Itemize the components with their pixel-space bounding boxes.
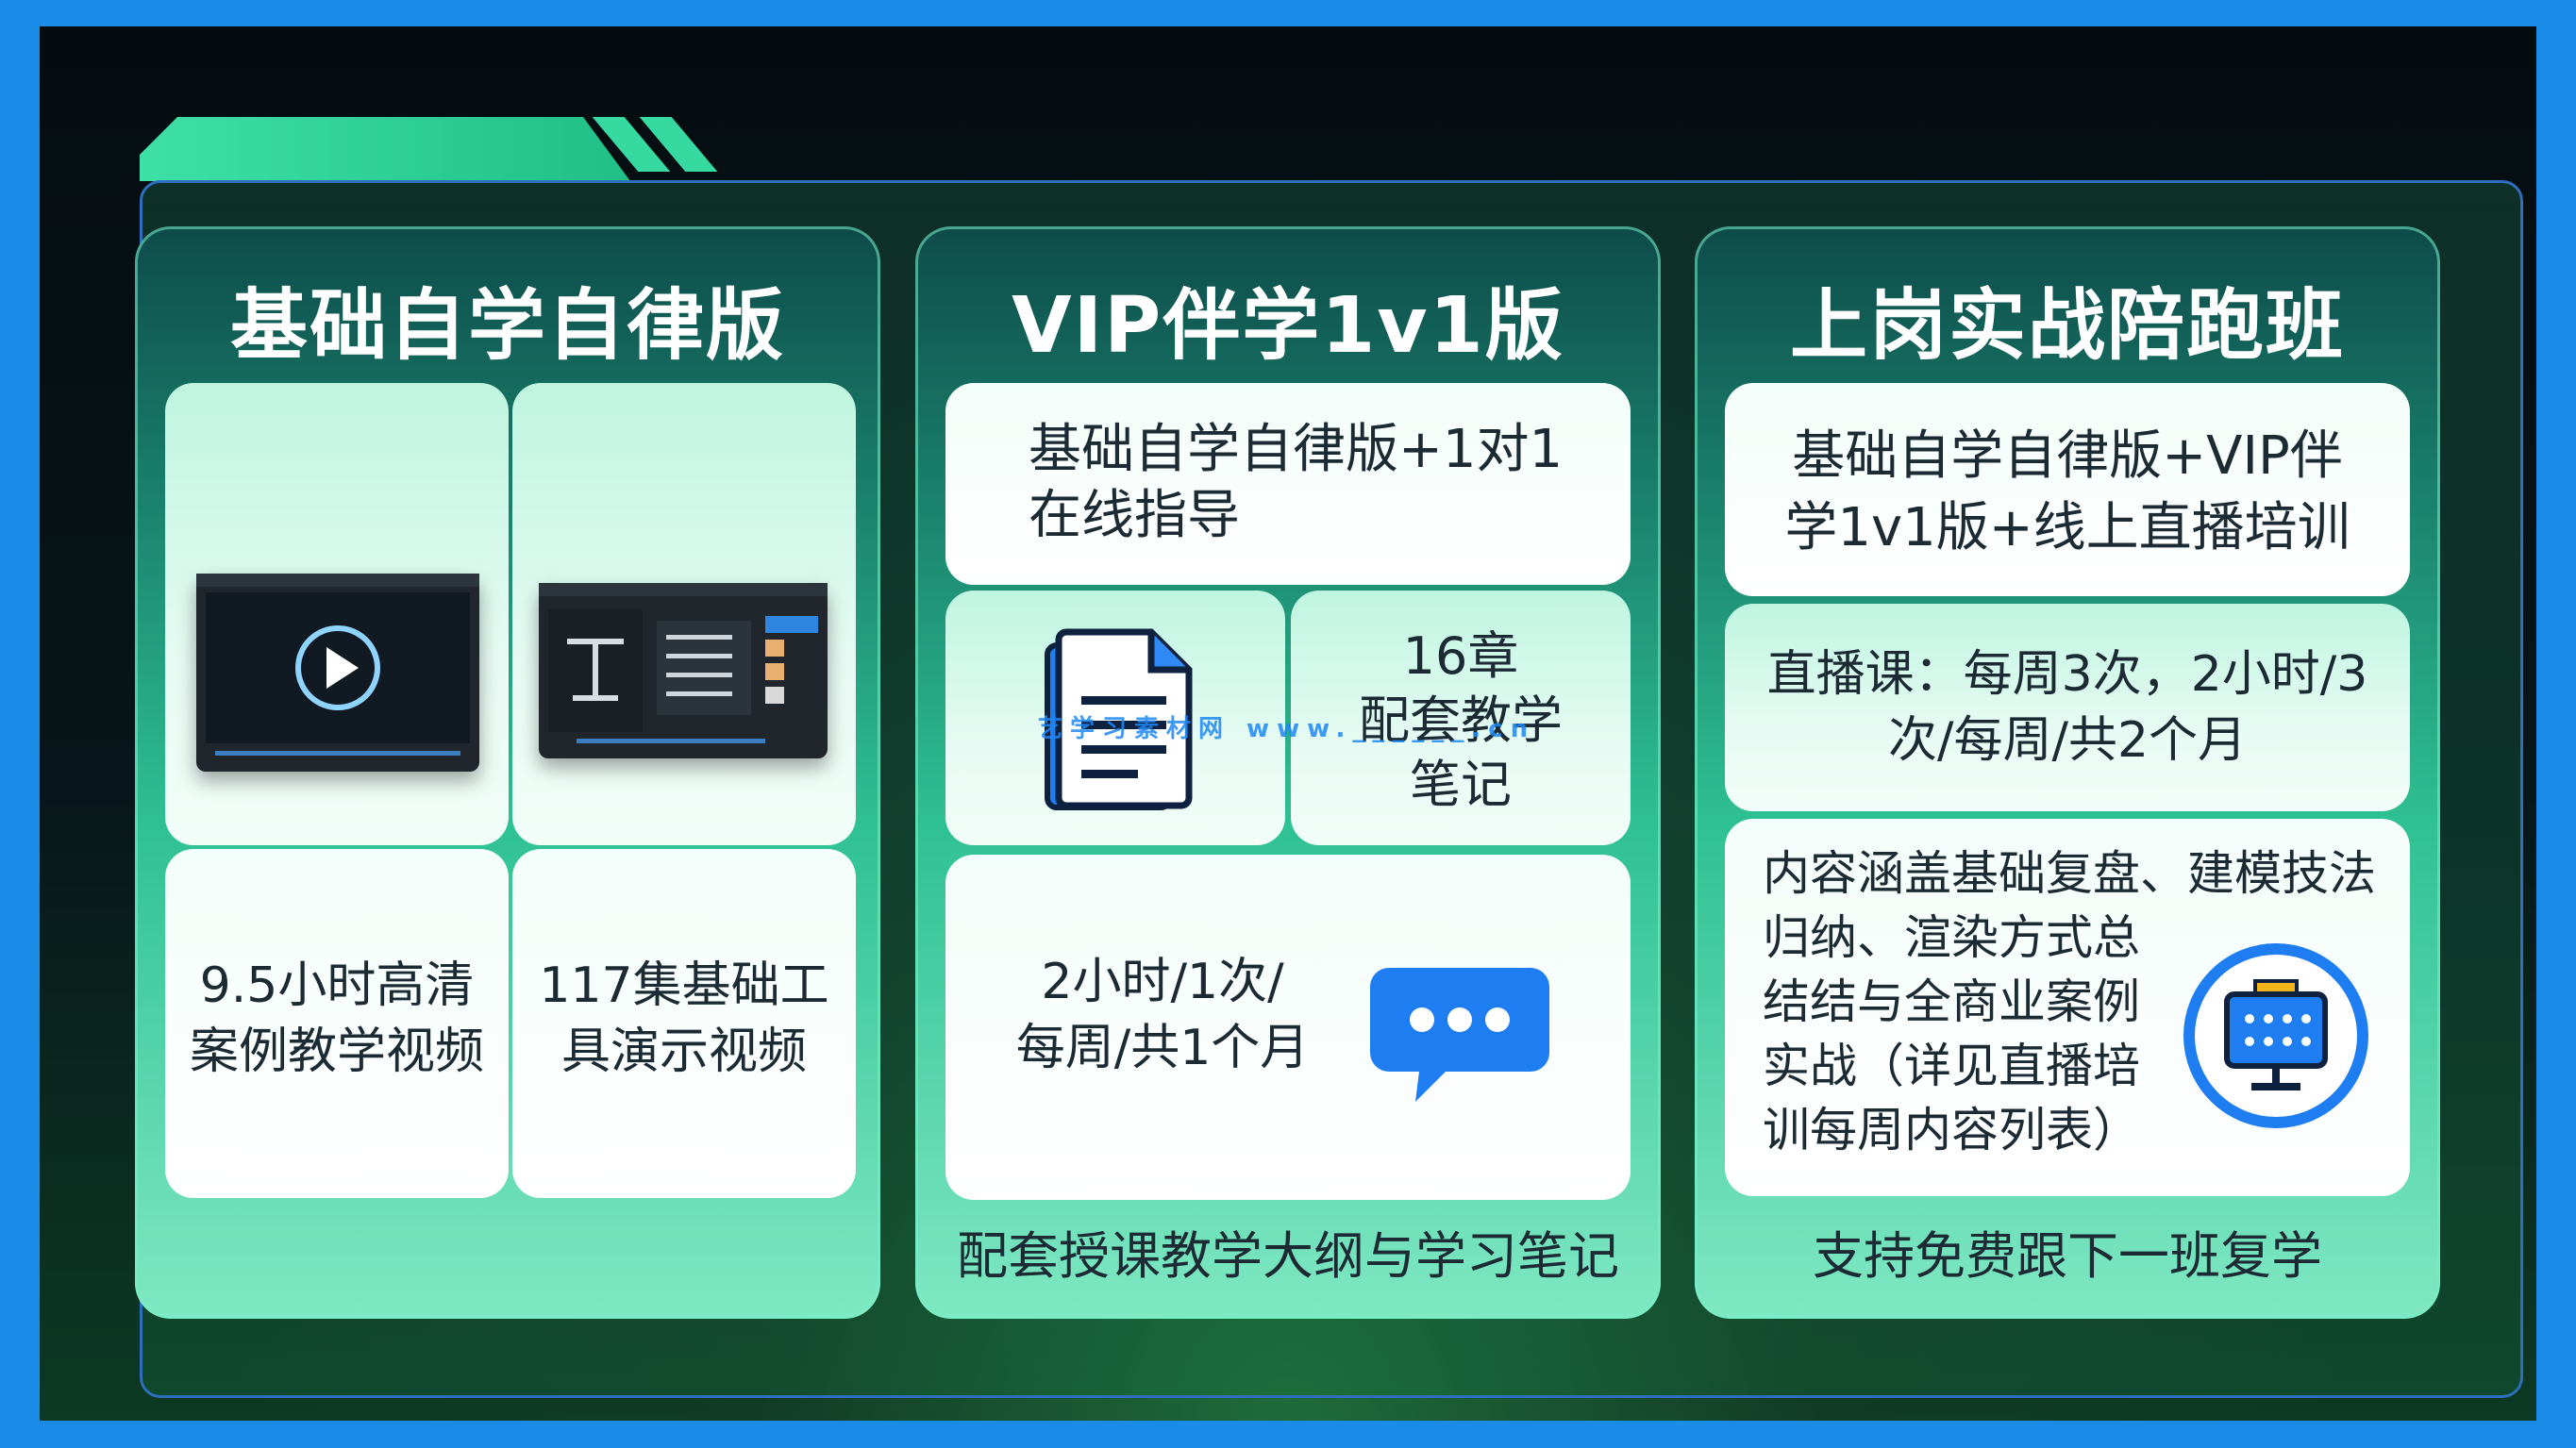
document-icon — [1045, 628, 1193, 810]
live-class-text: 直播课：每周3次，2小时/3 次/每周/共2个月 — [1766, 646, 2368, 769]
software-screenshot — [539, 583, 828, 758]
plan-summary-text: 基础自学自律版+VIP伴 学1v1版+线上直播培训 — [1784, 425, 2350, 558]
plan-card-basic[interactable]: 基础自学自律版 — [135, 226, 880, 1319]
feature-tile: 9.5小时高清 案例教学视频 — [165, 849, 509, 1198]
text-tool-icon — [539, 583, 828, 743]
plan-footer: 支持免费跟下一班复学 — [1813, 1226, 2322, 1286]
schedule-tile: 2小时/1次/ 每周/共1个月 — [945, 855, 1631, 1200]
notes-icon-tile — [945, 591, 1285, 845]
live-class-tile: 直播课：每周3次，2小时/3 次/每周/共2个月 — [1725, 604, 2410, 811]
feature-tile: 117集基础工 具演示视频 — [512, 849, 856, 1198]
notes-tile: 16章 配套教学 笔记 — [1291, 591, 1631, 845]
watermark: 艺学习素材网 www.______.cn — [1038, 715, 1536, 743]
feature-text: 117集基础工 具演示视频 — [539, 957, 829, 1080]
tool-thumbnail-tile — [512, 383, 856, 845]
course-content-tile: 内容涵盖基础复盘、建模技法 归纳、渲染方式总 结结与全商业案例 实战（详见直播培… — [1725, 819, 2410, 1196]
video-player-screenshot — [196, 574, 479, 772]
plan-title: 基础自学自律版 — [229, 281, 785, 371]
plan-card-vip[interactable]: VIP伴学1v1版 基础自学自律版+1对1 在线指导 16章 配套教学 笔记 2… — [915, 226, 1661, 1319]
decorative-tab — [140, 117, 630, 181]
schedule-text: 2小时/1次/ 每周/共1个月 — [1015, 954, 1310, 1076]
plan-card-bootcamp[interactable]: 上岗实战陪跑班 基础自学自律版+VIP伴 学1v1版+线上直播培训 直播课：每周… — [1695, 226, 2440, 1319]
chat-bubble-icon — [1370, 968, 1549, 1102]
plan-summary-tile: 基础自学自律版+1对1 在线指导 — [945, 383, 1631, 585]
plan-title: 上岗实战陪跑班 — [1789, 281, 2345, 371]
presentation-board-icon — [2183, 943, 2368, 1128]
plan-footer: 配套授课教学大纲与学习笔记 — [957, 1226, 1619, 1286]
plan-summary-text: 基础自学自律版+1对1 在线指导 — [1029, 419, 1564, 546]
video-thumbnail-tile — [165, 383, 509, 845]
notes-text: 16章 配套教学 笔记 — [1359, 626, 1563, 814]
course-content-text: 内容涵盖基础复盘、建模技法 归纳、渲染方式总 结结与全商业案例 实战（详见直播培… — [1763, 846, 2376, 1157]
feature-text: 9.5小时高清 案例教学视频 — [189, 957, 484, 1080]
plan-summary-tile: 基础自学自律版+VIP伴 学1v1版+线上直播培训 — [1725, 383, 2410, 596]
plan-title: VIP伴学1v1版 — [1012, 281, 1564, 371]
play-icon — [196, 574, 479, 756]
